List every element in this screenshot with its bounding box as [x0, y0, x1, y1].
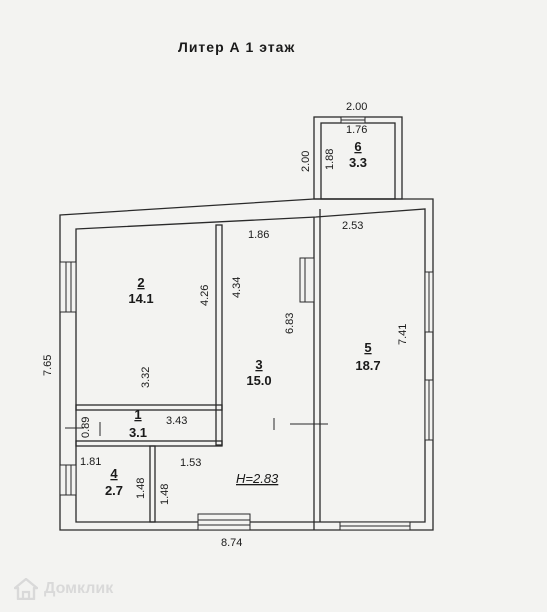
room-4-area: 2.7	[105, 483, 123, 498]
dim-room3-len-b: 6.83	[284, 313, 296, 334]
dimension-labels: 2.00 1.76 2.00 1.88 2.53 7.41 1.86 4.34 …	[42, 101, 409, 549]
domclick-logo-icon	[14, 578, 38, 600]
room-3-number: 3	[255, 357, 262, 372]
dim-room2-len: 4.26	[199, 285, 211, 306]
room-1-number: 1	[134, 407, 141, 422]
ceiling-height: H=2.83	[236, 471, 279, 486]
dim-building-width: 8.74	[221, 537, 242, 549]
dim-room1-len: 3.43	[166, 415, 187, 427]
dim-room1-width: 0.89	[80, 417, 92, 438]
dim-building-depth: 7.65	[42, 355, 54, 376]
watermark: Домклик	[14, 578, 113, 600]
dim-room4-width: 1.81	[80, 456, 101, 468]
dim-room3-lower-len: 1.48	[159, 484, 171, 505]
room-5-number: 5	[364, 340, 371, 355]
room-1-area: 3.1	[129, 425, 147, 440]
dim-room3-lower-width: 1.53	[180, 457, 201, 469]
room-5-area: 18.7	[355, 358, 380, 373]
dim-room2-width: 3.32	[140, 367, 152, 388]
dim-porch-width-inner: 1.76	[346, 124, 367, 136]
room-3-area: 15.0	[246, 373, 271, 388]
room-2-number: 2	[137, 275, 144, 290]
room-6-area: 3.3	[349, 155, 367, 170]
dim-room5-width: 2.53	[342, 220, 363, 232]
windows	[59, 257, 434, 531]
dim-room5-length: 7.41	[397, 324, 409, 345]
dim-room4-len: 1.48	[135, 478, 147, 499]
dim-porch-depth-outer: 2.00	[300, 151, 312, 172]
room-2-area: 14.1	[128, 291, 153, 306]
watermark-text: Домклик	[44, 580, 114, 597]
dim-room3-top: 1.86	[248, 229, 269, 241]
dim-porch-depth-inner: 1.88	[324, 149, 336, 170]
dim-room3-len-a: 4.34	[231, 277, 243, 298]
plan-title: Литер А 1 этаж	[178, 39, 295, 55]
door-marks	[65, 418, 328, 436]
interior-walls	[75, 209, 321, 530]
room-6-number: 6	[354, 139, 361, 154]
dim-porch-width-outer: 2.00	[346, 101, 367, 113]
room-4-number: 4	[110, 466, 118, 481]
